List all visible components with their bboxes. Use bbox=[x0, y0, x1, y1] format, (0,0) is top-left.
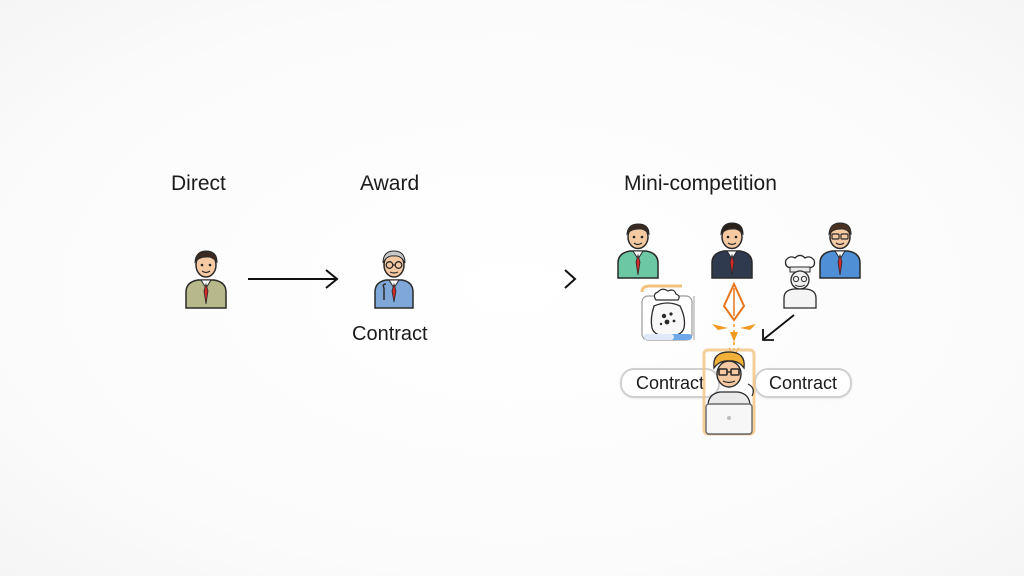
direct-title: Direct bbox=[171, 172, 226, 195]
chef-icon bbox=[783, 254, 817, 309]
money-bag-icon bbox=[640, 284, 695, 341]
mini-supplier-3 bbox=[819, 222, 861, 279]
mini-supplier-1 bbox=[617, 223, 659, 279]
contract-pill-right: Contract bbox=[754, 368, 852, 398]
elderly-person-icon bbox=[374, 250, 414, 309]
mini-competition-title: Mini-competition bbox=[624, 172, 777, 195]
award-title: Award bbox=[360, 172, 420, 195]
chevron-right-icon bbox=[564, 269, 577, 289]
converging-arrows-icon bbox=[712, 281, 756, 357]
winner-person-icon bbox=[702, 348, 756, 436]
arrow-right-icon bbox=[248, 269, 339, 289]
arrow-down-left-icon bbox=[762, 314, 795, 341]
mini-supplier-2 bbox=[711, 222, 753, 279]
person-icon bbox=[185, 250, 227, 309]
award-contract-caption: Contract bbox=[352, 323, 428, 345]
